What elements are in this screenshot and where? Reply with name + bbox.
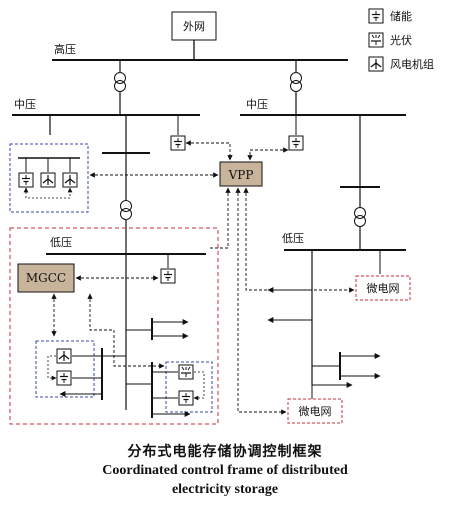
lv-sub-group-1-internal-link (47, 355, 57, 381)
storage-icon (160, 268, 176, 284)
legend-storage-label: 储能 (390, 9, 412, 23)
lv-right-label: 低压 (282, 232, 304, 245)
microgrid-a-label: 微电网 (367, 281, 400, 295)
mv-left-label: 中压 (14, 98, 36, 111)
lv-sub-group-1-box (35, 340, 95, 398)
grid-label: 外网 (183, 20, 205, 33)
microgrid-b-label: 微电网 (299, 404, 332, 418)
mgcc-label: MGCC (26, 271, 66, 285)
storage-icon (178, 390, 194, 406)
lv-sub-group-2-internal-link (193, 371, 205, 401)
wind-turbine-icon (40, 172, 56, 188)
pv-icon (178, 364, 194, 380)
vpp-link-mgcc (210, 187, 231, 249)
mgcc-box (17, 263, 75, 293)
storage-icon (56, 370, 72, 386)
vpp-link-mv-storage (185, 140, 233, 161)
vpp-link-mv-right-storage (247, 147, 289, 161)
grid-box (171, 11, 217, 41)
renewable-group-box (9, 143, 89, 213)
lv-sub-group-2-box (165, 361, 213, 413)
legend-pv-label: 光伏 (390, 33, 412, 47)
pv-icon (368, 32, 384, 48)
lv-left-area (9, 227, 219, 425)
transformer-hv-mv-left (114, 72, 126, 92)
storage-icon (368, 8, 384, 24)
vpp-link-microgrid-b (235, 187, 287, 415)
caption-chinese: 分布式电能存储协调控制框架 (127, 444, 323, 460)
microgrid-b-box (287, 398, 343, 424)
caption-english-line-2: electricity storage (171, 482, 279, 497)
storage-icon (170, 135, 186, 151)
hv-label: 高压 (54, 42, 76, 56)
transformer-hv-mv-right (290, 72, 302, 92)
mgcc-link-sub-group-2 (87, 293, 165, 369)
lv-left-label: 低压 (50, 236, 72, 249)
storage-icon (288, 135, 304, 151)
vpp-label: VPP (228, 168, 254, 182)
mv-right-label: 中压 (246, 98, 268, 111)
wind-turbine-icon (368, 56, 384, 72)
legend-wind-label: 风电机组 (390, 57, 434, 71)
renewable-internal-link (23, 187, 73, 199)
vpp-box (219, 161, 263, 187)
transformer-mv-lv-right (354, 207, 366, 227)
caption-english-line-1: Coordinated control frame of distributed (102, 463, 348, 478)
microgrid-a-box (355, 275, 411, 301)
storage-icon (18, 172, 34, 188)
transformer-mv-lv-left (120, 200, 132, 220)
wind-turbine-icon (56, 348, 72, 364)
wind-turbine-icon (62, 172, 78, 188)
